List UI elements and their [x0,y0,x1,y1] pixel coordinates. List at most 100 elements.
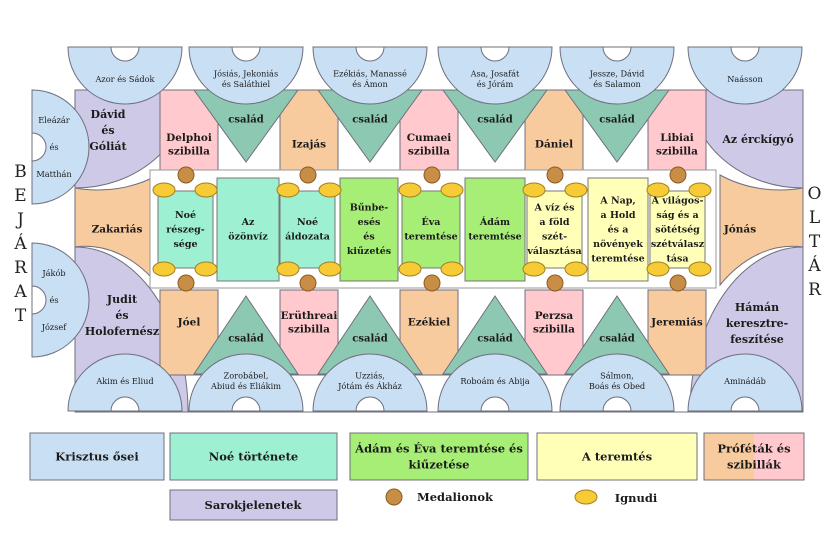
figure-label: Jeremiás [650,317,703,329]
family-label: család [599,334,634,345]
legend-label: Noé története [209,450,298,464]
lunette-top [67,46,183,105]
lunette-notch [602,46,632,62]
lunette-left [31,242,90,358]
ignudo [398,182,422,198]
medallion [299,274,317,292]
ceiling-scene-panel [339,177,399,282]
lunette-bottom [687,353,803,412]
family-label: család [599,115,634,126]
figure-label: Jónás [723,224,756,236]
family-label: család [352,115,387,126]
family-label: család [477,334,512,345]
lunette-bottom-label: Zorobábel,Abiud és Eliákim [210,371,281,392]
ignudo [522,261,546,277]
legend-swatch [536,432,698,481]
legend-swatch-outline [703,432,805,481]
legend-label: Ignudi [615,491,658,505]
ignudo [152,182,176,198]
lunette-bottom-label: Uzziás,Jótám és Ákház [337,371,402,392]
figure-label: Ezékiel [408,317,451,329]
lunette-bottom [312,353,428,412]
ceiling-scene-panel [526,190,583,269]
lunette-bottom-label: Aminádáb [723,376,766,386]
medallion [669,274,687,292]
medallion [177,274,195,292]
ignudo [398,261,422,277]
medallion [177,166,195,184]
legend-label: Sarokjelenetek [205,498,303,512]
ignudo [688,261,712,277]
lunette-notch [231,46,261,62]
ceiling-scene-panel [157,190,214,269]
lunette-top [687,46,803,105]
ignudo [688,182,712,198]
ignudo [646,261,670,277]
lunette-notch [355,46,385,62]
ignudo [522,182,546,198]
legend-ignudo-icon [574,489,598,505]
lunette-top [188,46,304,105]
lunette-bottom [559,353,675,412]
ignudo [440,182,464,198]
lunette-notch [480,396,510,412]
family-label: család [228,115,263,126]
legend-label: A teremtés [581,450,652,464]
ignudo [440,261,464,277]
lunette-notch [602,396,632,412]
lunette-bottom-label: Roboám és Abija [460,376,529,386]
ceiling-scene-panel [464,177,526,282]
lunette-top [559,46,675,105]
legend-swatch [169,432,338,481]
ignudo [318,182,342,198]
ignudo [276,182,300,198]
lunette-top-label: Naásson [727,74,763,84]
figure-label: Izajás [292,139,326,151]
lunette-notch [480,46,510,62]
ceiling-scene-panel [401,190,461,269]
ignudo [646,182,670,198]
lunette-notch [31,285,47,315]
lunette-notch [110,46,140,62]
lunette-bottom [67,353,183,412]
corner-label: Az érckígyó [721,133,793,146]
figure-label: Jóel [177,317,201,329]
legend-medallion-icon [385,488,403,506]
medallion [423,166,441,184]
top-figure-panel [647,89,707,171]
lunette-bottom-label: Sálmon,Boás és Obed [589,371,645,392]
ignudo [194,261,218,277]
ignudo [564,182,588,198]
ceiling-scene-panel [216,177,280,282]
ceiling-scene-panel [279,190,336,269]
lunette-top [437,46,553,105]
medallion [546,166,564,184]
legend-label: Medalionok [417,490,494,504]
legend-swatch [349,432,529,481]
medallion [546,274,564,292]
lunette-bottom [437,353,553,412]
lunette-notch [355,396,385,412]
